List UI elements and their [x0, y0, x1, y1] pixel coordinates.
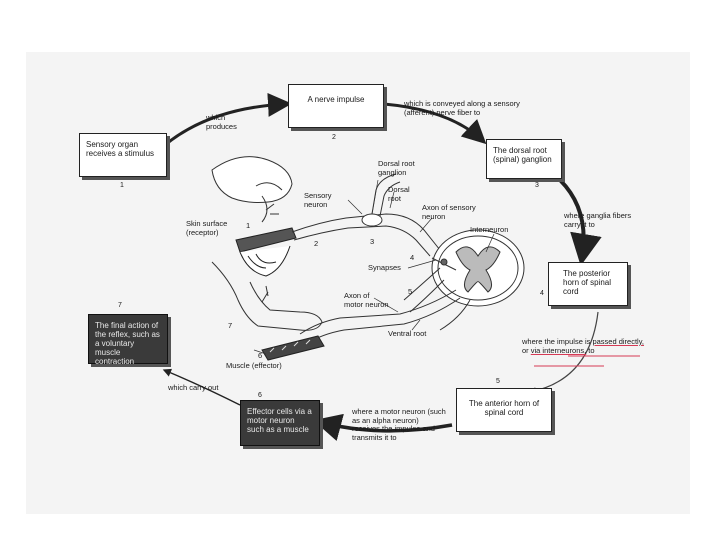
box-2-text: A nerve impulse: [308, 95, 365, 104]
label-axon-sensory: Axon of sensory neuron: [422, 204, 494, 221]
connector-ganglia-fibers: where ganglia fibers carry it to: [564, 212, 638, 229]
connector-which-is-conveyed: which is conveyed along a sensory (affer…: [404, 100, 552, 117]
illus-num-2: 2: [314, 240, 318, 249]
connector-45-d: via interneurons,: [531, 346, 586, 355]
box-1-text: Sensory organ receives a stimulus: [86, 140, 154, 158]
connector-which-produces: which produces: [206, 114, 254, 131]
label-synapses: Synapses: [368, 264, 401, 273]
box-sensory-organ: Sensory organ receives a stimulus: [79, 133, 167, 177]
illus-num-7: 7: [228, 322, 232, 331]
label-axon-motor: Axon of motor neuron: [344, 292, 390, 309]
box-1-number: 1: [120, 182, 124, 189]
illus-num-6: 6: [258, 352, 262, 361]
connector-motor-neuron: where a motor neuron (such as an alpha n…: [352, 408, 448, 442]
label-dorsal-root-ganglion: Dorsal root ganglion: [378, 160, 416, 177]
spinal-cord-drawing: [404, 230, 524, 312]
box-4-text: The posterior horn of spinal cord: [563, 269, 611, 296]
connector-45-e: to: [586, 346, 594, 355]
box-effector-cells: Effector cells via a motor neuron such a…: [240, 400, 320, 446]
box-4-number: 4: [540, 290, 544, 297]
box-anterior-horn: The anterior horn of spinal cord: [456, 388, 552, 432]
connector-which-carry-out: which carry out: [168, 384, 238, 393]
box-final-action: The final action of the reflex, such as …: [88, 314, 168, 364]
box-7-text: The final action of the reflex, such as …: [95, 321, 160, 366]
connector-45-b: passed directly,: [592, 337, 644, 346]
label-sensory-neuron: Sensory neuron: [304, 192, 344, 209]
label-muscle: Muscle (effector): [226, 362, 282, 371]
label-interneuron: Interneuron: [470, 226, 530, 235]
box-3-number: 3: [535, 182, 539, 189]
connector-passed-directly: where the impulse is passed directly, or…: [522, 338, 650, 355]
hand-drawing: [212, 157, 292, 222]
box-5-text: The anterior horn of spinal cord: [469, 399, 539, 417]
label-dorsal-root: Dorsal root: [388, 186, 416, 203]
muscle-drawing: [262, 336, 324, 360]
connector-45-c: or: [522, 346, 531, 355]
box-2-number: 2: [332, 134, 336, 141]
box-6-number: 6: [258, 392, 262, 399]
box-6-text: Effector cells via a motor neuron such a…: [247, 407, 312, 434]
illus-num-3: 3: [370, 238, 374, 247]
label-ventral-root: Ventral root: [388, 330, 426, 339]
box-3-text: The dorsal root (spinal) ganglion: [493, 146, 552, 164]
box-5-number: 5: [496, 378, 500, 385]
illus-num-5: 5: [408, 288, 412, 297]
label-skin-surface: Skin surface (receptor): [186, 220, 236, 237]
box-dorsal-root-ganglion: The dorsal root (spinal) ganglion: [486, 139, 562, 179]
box-nerve-impulse: A nerve impulse: [288, 84, 384, 128]
illus-num-4: 4: [410, 254, 414, 263]
illus-num-1: 1: [246, 222, 250, 231]
box-posterior-horn: The posterior horn of spinal cord: [548, 262, 628, 306]
box-7-number: 7: [118, 302, 122, 309]
skin-receptor-drawing: [236, 228, 296, 276]
